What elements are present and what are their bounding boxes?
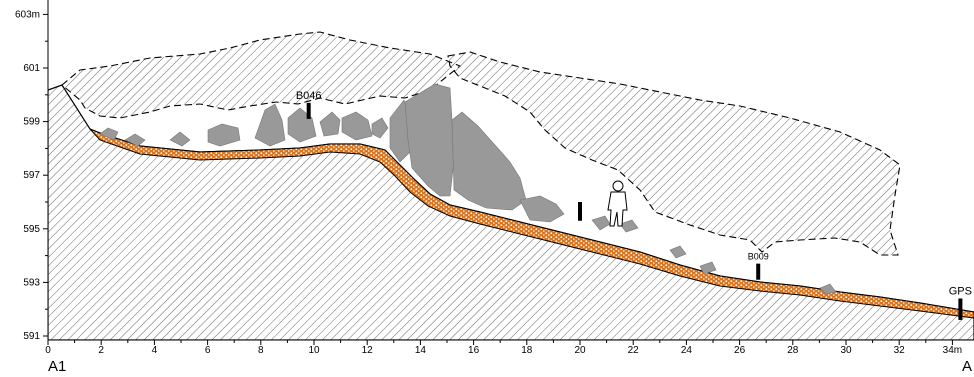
boulder	[207, 123, 241, 147]
y-tick-label: 599	[23, 117, 40, 128]
x-tick-label: 22	[628, 345, 640, 356]
y-tick-label: 593	[23, 277, 40, 288]
ceiling-rock-left	[61, 31, 462, 119]
x-tick-label: 18	[521, 345, 533, 356]
boulder-group	[99, 83, 837, 295]
x-tick-label: 8	[258, 345, 264, 356]
x-tick-label: 4	[152, 345, 158, 356]
sediment-layer	[89, 128, 974, 319]
x-tick-label: 20	[574, 345, 586, 356]
y-tick-label: 601	[23, 63, 40, 74]
boulder	[591, 215, 611, 231]
x-tick-label: 24	[681, 345, 693, 356]
section-end-label: A	[962, 358, 972, 375]
x-tick-label: 6	[205, 345, 211, 356]
x-tick-label: 28	[787, 345, 799, 356]
boulder	[287, 107, 317, 143]
boulder	[371, 117, 389, 139]
y-axis: 603m 601 599 597 595 593 591	[15, 0, 49, 342]
unlabeled-marker-post	[578, 202, 582, 221]
boulder	[619, 219, 639, 233]
boulder	[699, 261, 717, 275]
x-tick-label: 30	[840, 345, 852, 356]
x-tick-label: 2	[98, 345, 104, 356]
y-tick-label: 603m	[15, 9, 40, 20]
y-tick-label: 595	[23, 224, 40, 235]
x-tick-label: 12	[362, 345, 374, 356]
x-tick-label: 26	[734, 345, 746, 356]
boulder	[519, 195, 565, 223]
boulder	[169, 131, 191, 147]
x-tick-label: 16	[468, 345, 480, 356]
person-scale-figure	[607, 180, 628, 227]
station-marker-post	[958, 298, 963, 320]
station-marker-label: GPS	[949, 285, 972, 297]
station-marker-label: B009	[748, 252, 769, 262]
station-marker-post	[306, 102, 311, 119]
ceiling-rock-right	[447, 51, 901, 256]
x-tick-label: 14	[415, 345, 427, 356]
boulder	[819, 283, 837, 295]
boulder	[404, 83, 455, 197]
x-tick-label: 10	[308, 345, 320, 356]
boulder	[99, 127, 119, 141]
boulder	[319, 111, 341, 137]
boulder	[669, 245, 687, 259]
x-tick-label: 32	[894, 345, 906, 356]
station-marker-post	[756, 263, 761, 280]
boulder	[124, 133, 146, 147]
boulder	[341, 111, 373, 141]
y-tick-label: 591	[23, 331, 40, 342]
y-tick-label: 597	[23, 170, 40, 181]
station-marker-label: B046	[296, 90, 322, 102]
boulder	[254, 103, 286, 147]
x-tick-label: 0	[45, 345, 51, 356]
x-tick-label: 34m	[943, 345, 962, 356]
boulder	[451, 111, 527, 211]
section-start-label: A1	[48, 358, 66, 375]
